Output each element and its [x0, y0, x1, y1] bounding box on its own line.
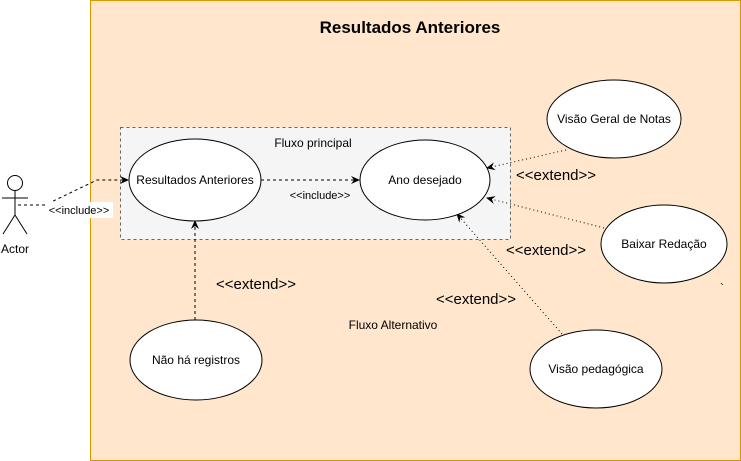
extend-visao-geral-label: <<extend>>: [516, 167, 596, 184]
include-actor-label: <<include>>: [49, 205, 110, 217]
use-case-baixar-label: Baixar Redação: [621, 237, 707, 251]
use-case-pedagogica[interactable]: Visão pedagógica: [529, 329, 663, 409]
extend-pedagogica-connector: [456, 213, 563, 335]
use-case-nao-ha[interactable]: Não há registros: [129, 319, 263, 401]
use-case-pedagogica-label: Visão pedagógica: [548, 362, 644, 376]
use-case-visao-geral[interactable]: Visão Geral de Notas: [546, 79, 682, 159]
extend-visao-geral-connector: [486, 149, 567, 171]
extend-baixar-label: <<extend>>: [506, 242, 586, 259]
actor-label: Actor: [1, 242, 29, 256]
use-case-ano[interactable]: Ano desejado: [359, 139, 491, 221]
use-case-nao-ha-label: Não há registros: [152, 353, 240, 367]
extend-pedagogica-label: <<extend>>: [436, 291, 516, 308]
actor-figure[interactable]: [2, 175, 28, 235]
use-case-visao-geral-label: Visão Geral de Notas: [557, 112, 671, 126]
use-case-resultados-label: Resultados Anteriores: [136, 173, 253, 187]
main-flow-label: Fluxo principal: [274, 136, 351, 150]
diagram-title: Resultados Anteriores: [320, 18, 501, 37]
include-main-label: <<include>>: [290, 190, 351, 202]
use-case-ano-label: Ano desejado: [388, 173, 462, 187]
use-case-baixar[interactable]: Baixar Redação: [600, 204, 728, 284]
alt-flow-label: Fluxo Alternativo: [349, 318, 438, 332]
include-actor-connector: [18, 176, 129, 206]
stray-mark: `: [720, 281, 724, 295]
extend-nao-ha-label: <<extend>>: [216, 276, 296, 293]
extend-baixar-connector: [486, 196, 605, 229]
use-case-resultados[interactable]: Resultados Anteriores: [128, 138, 262, 222]
